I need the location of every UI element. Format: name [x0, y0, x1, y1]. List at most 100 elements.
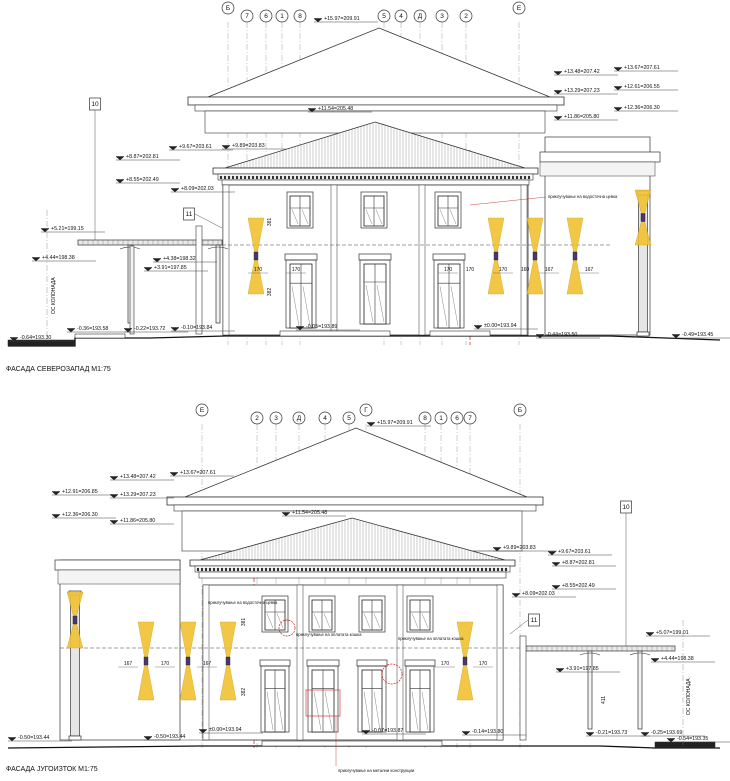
dimension-label-vertical: 382	[267, 288, 273, 297]
level-label: +8.87=202.81	[126, 154, 159, 160]
axis-label: Г	[364, 407, 368, 414]
dentil	[391, 175, 395, 180]
dentil	[428, 567, 432, 572]
level-label: +15.97=209.91	[377, 420, 413, 426]
step	[74, 333, 126, 339]
pergola-post	[637, 650, 643, 730]
light-beam-lower	[179, 664, 197, 701]
dentil	[396, 567, 400, 572]
dimension-label: 167	[545, 267, 554, 273]
level-label: +13.67=207.61	[180, 470, 216, 476]
axis-label: Б	[518, 407, 522, 414]
dentil	[272, 567, 276, 572]
dentil	[511, 175, 515, 180]
window-hatch	[291, 209, 299, 225]
dentil	[527, 175, 531, 180]
dentil	[375, 175, 379, 180]
level-marker	[109, 476, 119, 481]
dentil	[523, 175, 527, 180]
dentil	[492, 567, 496, 572]
dentil	[343, 175, 347, 180]
light-beam-upper	[179, 621, 197, 658]
level-label: +8.87=202.81	[562, 560, 595, 566]
dimension-label: 170	[292, 267, 301, 273]
column-base	[68, 735, 82, 741]
window-hatch	[266, 613, 274, 629]
level-label: +8.55=202.49	[126, 177, 159, 183]
door-hatch	[411, 691, 419, 731]
level-marker	[366, 422, 376, 427]
dentil	[432, 567, 436, 572]
main-facade-wall	[202, 584, 504, 741]
level-marker	[553, 116, 563, 121]
detail-note: приклучување на оплатата кошка	[398, 636, 464, 641]
level-label: +8.55=202.49	[562, 583, 595, 589]
dentil	[463, 175, 467, 180]
level-label: +12.61=206.55	[624, 84, 660, 90]
window-hatch	[439, 209, 447, 225]
level-marker	[281, 512, 291, 517]
dimension-label: 167	[585, 267, 594, 273]
level-label: -0.50=193.44	[154, 734, 185, 740]
axis-label: 4	[399, 13, 403, 20]
dentil	[359, 175, 363, 180]
dentil	[480, 567, 484, 572]
dentil	[376, 567, 380, 572]
level-marker	[66, 328, 76, 333]
axis-bubble	[195, 403, 209, 417]
dentil	[427, 175, 431, 180]
level-marker	[613, 86, 623, 91]
level-label: ±0.00=193.94	[484, 323, 517, 329]
level-marker	[123, 328, 133, 333]
dentil	[444, 567, 448, 572]
pilaster	[396, 584, 404, 741]
dentil	[251, 175, 255, 180]
level-marker	[555, 668, 565, 673]
axis-bubble	[221, 1, 235, 15]
level-marker	[361, 730, 371, 735]
dentil	[200, 567, 204, 572]
dentil	[263, 175, 267, 180]
level-label: -0.25=193.69	[651, 730, 682, 736]
right-wing-cornice	[539, 151, 661, 163]
door-hatch	[302, 286, 311, 327]
level-marker	[295, 326, 305, 331]
level-marker	[492, 547, 502, 552]
dentil	[503, 175, 507, 180]
dentil	[447, 175, 451, 180]
dentil	[424, 567, 428, 572]
main-cornice	[187, 96, 565, 106]
element-tag-box	[528, 613, 540, 627]
axis-label: 3	[440, 13, 444, 20]
pilaster	[330, 184, 338, 336]
dentil	[471, 175, 475, 180]
level-marker	[553, 90, 563, 95]
dentil	[312, 567, 316, 572]
door-hatch	[324, 691, 333, 731]
level-marker	[461, 731, 471, 736]
level-marker	[221, 145, 231, 150]
level-marker	[152, 258, 162, 263]
door-hatch	[363, 691, 371, 731]
level-marker	[143, 267, 153, 272]
element-tag-label: 11	[186, 211, 193, 218]
dentil	[255, 175, 259, 180]
elevation-title: ФАСАДА СЕВЕРОЗАПАД М1:75	[6, 366, 111, 373]
level-label: -0.50=193.44	[18, 735, 49, 741]
level-label: +4.44=198.38	[42, 255, 75, 261]
dentil	[204, 567, 208, 572]
tag-leader	[194, 213, 223, 229]
level-marker	[307, 108, 317, 113]
level-label: +11.86=205.80	[120, 518, 155, 524]
dentil	[347, 175, 351, 180]
dentil	[308, 567, 312, 572]
window-hatch	[375, 209, 383, 225]
dentil	[239, 175, 243, 180]
axis-label: 8	[423, 415, 427, 422]
level-label: +8.09=202.03	[181, 186, 214, 192]
dentil	[372, 567, 376, 572]
dimension-label: 167	[203, 661, 212, 667]
level-marker	[9, 337, 19, 342]
dimension-label: 167	[124, 661, 133, 667]
